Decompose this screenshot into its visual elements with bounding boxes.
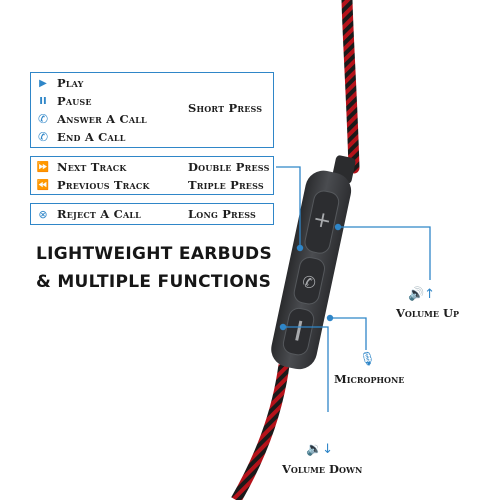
function-label: Answer A Call xyxy=(57,112,147,126)
upper-cable xyxy=(341,0,360,174)
long-press-label: Long Press xyxy=(188,207,256,221)
headline-line-1: LIGHTWEIGHT EARBUDS xyxy=(36,244,272,264)
pause-icon: II xyxy=(39,95,47,107)
volume-up-label: Volume Up xyxy=(396,306,460,320)
leader-volume-up xyxy=(338,226,431,280)
volume-down-icon: 🔉↓ xyxy=(306,442,334,457)
svg-text:✆: ✆ xyxy=(301,272,318,293)
long-press-box: ⊗ Reject A Call Long Press xyxy=(30,203,274,225)
reject-call-icon: ⊗ xyxy=(38,207,48,221)
phone-end-icon: ✆ xyxy=(37,130,49,144)
next-track-icon: ⏩ xyxy=(36,161,50,173)
leader-volume-down xyxy=(283,326,329,412)
function-label: Reject A Call xyxy=(57,207,141,221)
play-icon: ▶ xyxy=(39,77,47,89)
leader-microphone xyxy=(330,317,367,350)
volume-up-icon: 🔊↑ xyxy=(408,287,436,302)
function-label: End A Call xyxy=(57,130,126,144)
phone-answer-icon: ✆ xyxy=(37,112,49,126)
function-row-reject-call: ⊗ Reject A Call xyxy=(35,205,141,223)
short-press-label: Short Press xyxy=(188,101,263,115)
short-press-box: ▶ Play II Pause ✆ Answer A Call ✆ End A … xyxy=(30,72,274,148)
function-row-next-track: ⏩ Next Track xyxy=(35,158,271,176)
microphone-label: Microphone xyxy=(334,372,405,386)
microphone-icon: 🎙 xyxy=(359,352,376,367)
function-row-answer-call: ✆ Answer A Call xyxy=(35,110,147,128)
function-label: Previous Track xyxy=(57,178,150,192)
svg-text:+: + xyxy=(311,206,334,234)
triple-press-label: Triple Press xyxy=(188,178,264,192)
function-row-end-call: ✆ End A Call xyxy=(35,128,126,146)
function-label: Pause xyxy=(57,94,92,108)
double-press-label: Double Press xyxy=(188,160,270,174)
volume-down-label: Volume Down xyxy=(282,462,363,476)
function-label: Next Track xyxy=(57,160,127,174)
inline-remote: + ✆ xyxy=(271,155,356,370)
leader-multifunction xyxy=(276,166,301,248)
function-row-pause: II Pause xyxy=(35,92,92,110)
function-row-previous-track: ⏪ Previous Track xyxy=(35,176,150,194)
function-label: Play xyxy=(57,76,84,90)
headline-line-2: & MULTIPLE FUNCTIONS xyxy=(36,272,272,292)
lower-cable xyxy=(231,364,290,500)
function-row-play: ▶ Play xyxy=(35,74,84,92)
double-triple-press-box: ⏩ Next Track Double Press ⏪ Previous Tra… xyxy=(30,156,274,195)
previous-track-icon: ⏪ xyxy=(36,179,50,191)
